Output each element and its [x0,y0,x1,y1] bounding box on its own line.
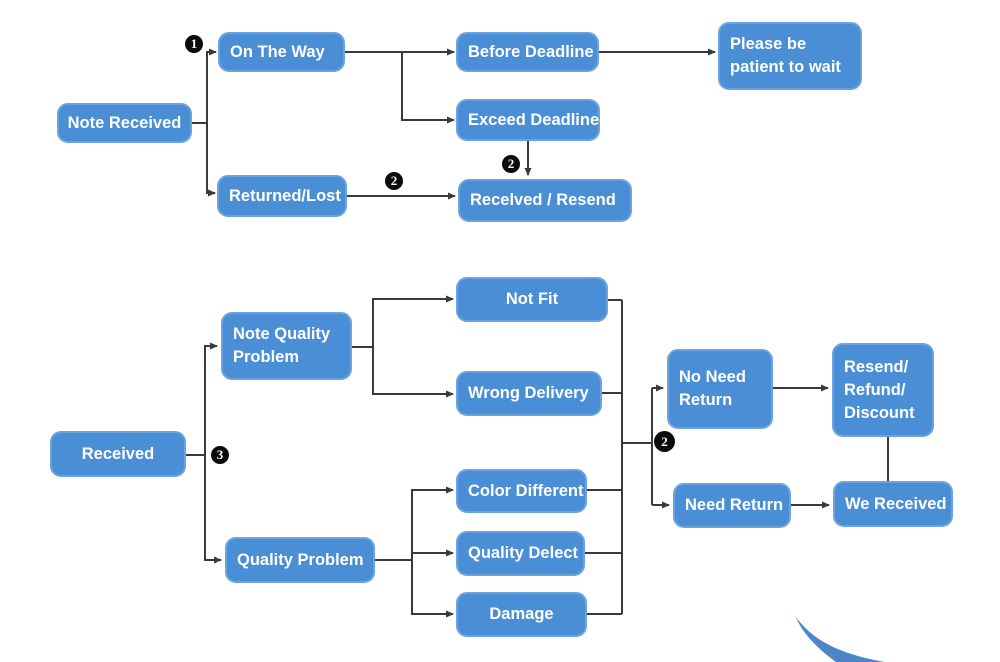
flow-node-color-different: Color Different [456,469,587,513]
swoosh-decoration [796,617,884,662]
flow-node-damage: Damage [456,592,587,637]
flow-node-need-return: Need Return [673,483,791,528]
edge-branch-b-to-damage [411,560,454,618]
flow-node-returned-lost: Returned/Lost [217,175,347,217]
edge-on-the-way-to-exceed-deadline [401,52,455,124]
flow-node-label: Not Fit [505,290,559,308]
flow-node-label: No Need Return [679,368,746,409]
flow-node-label: Quality Delect [468,544,579,562]
flow-node-label: Wrong Delivery [468,384,589,402]
flow-node-label: Please be patient to wait [730,35,841,76]
edge-branch-a-to-not-fit [372,295,454,347]
flow-node-label: Note Quality Problem [233,325,331,366]
flow-node-label: Note Received [67,113,182,132]
flow-node-label: We Received [845,494,947,513]
flow-node-quality-delect: Quality Delect [456,531,585,576]
flow-node-we-received: We Received [833,481,953,527]
edge-branch-b-to-color-different [411,486,454,560]
flow-node-please-wait: Please be patient to wait [718,22,862,90]
flow-node-label: Exceed Deadline [468,110,600,129]
flow-node-note-received: Note Received [57,103,192,143]
flow-node-no-need-return: No Need Return [667,349,773,429]
flow-node-label: Resend/ Refund/ Discount [844,357,915,422]
badge-1-on-the-way: 1 [185,35,203,53]
flow-node-label: Damage [489,605,554,623]
flow-node-label: Before Deadline [468,42,594,61]
flow-node-not-fit: Not Fit [456,277,608,322]
flow-node-on-the-way: On The Way [218,32,345,72]
edge-group [186,48,889,618]
flow-node-label: Returned/Lost [229,186,341,205]
edge-note-received-to-on-the-way [192,48,217,124]
flow-node-label: Quality Problem [237,550,364,569]
badge-3-received: 3 [211,446,229,464]
edge-received-to-note-quality-problem [186,342,218,456]
edge-received-to-quality-problem [204,455,222,564]
flow-node-label: Recelved / Resend [470,191,616,209]
flow-node-resend-refund-discount: Resend/ Refund/ Discount [832,343,934,437]
badge-2-returned-lost: 2 [385,172,403,190]
edge-branch-a-to-wrong-delivery [372,347,454,398]
flow-node-exceed-deadline: Exceed Deadline [456,99,600,141]
flow-node-label: Received [81,444,155,463]
flow-node-wrong-delivery: Wrong Delivery [456,371,602,416]
flow-node-label: Need Return [685,496,784,514]
badge-2-exceed-deadline: 2 [502,155,520,173]
edge-note-received-to-returned-lost [206,123,216,197]
flow-node-quality-problem: Quality Problem [225,537,375,583]
flow-node-received-resend: Recelved / Resend [458,179,632,222]
flow-node-label: On The Way [230,42,325,61]
flow-node-note-quality-problem: Note Quality Problem [221,312,352,380]
flow-node-label: Color Different [468,481,584,500]
flow-node-before-deadline: Before Deadline [456,32,599,72]
flow-node-received: Received [50,431,186,477]
badge-2-return-branch: 2 [654,431,675,452]
